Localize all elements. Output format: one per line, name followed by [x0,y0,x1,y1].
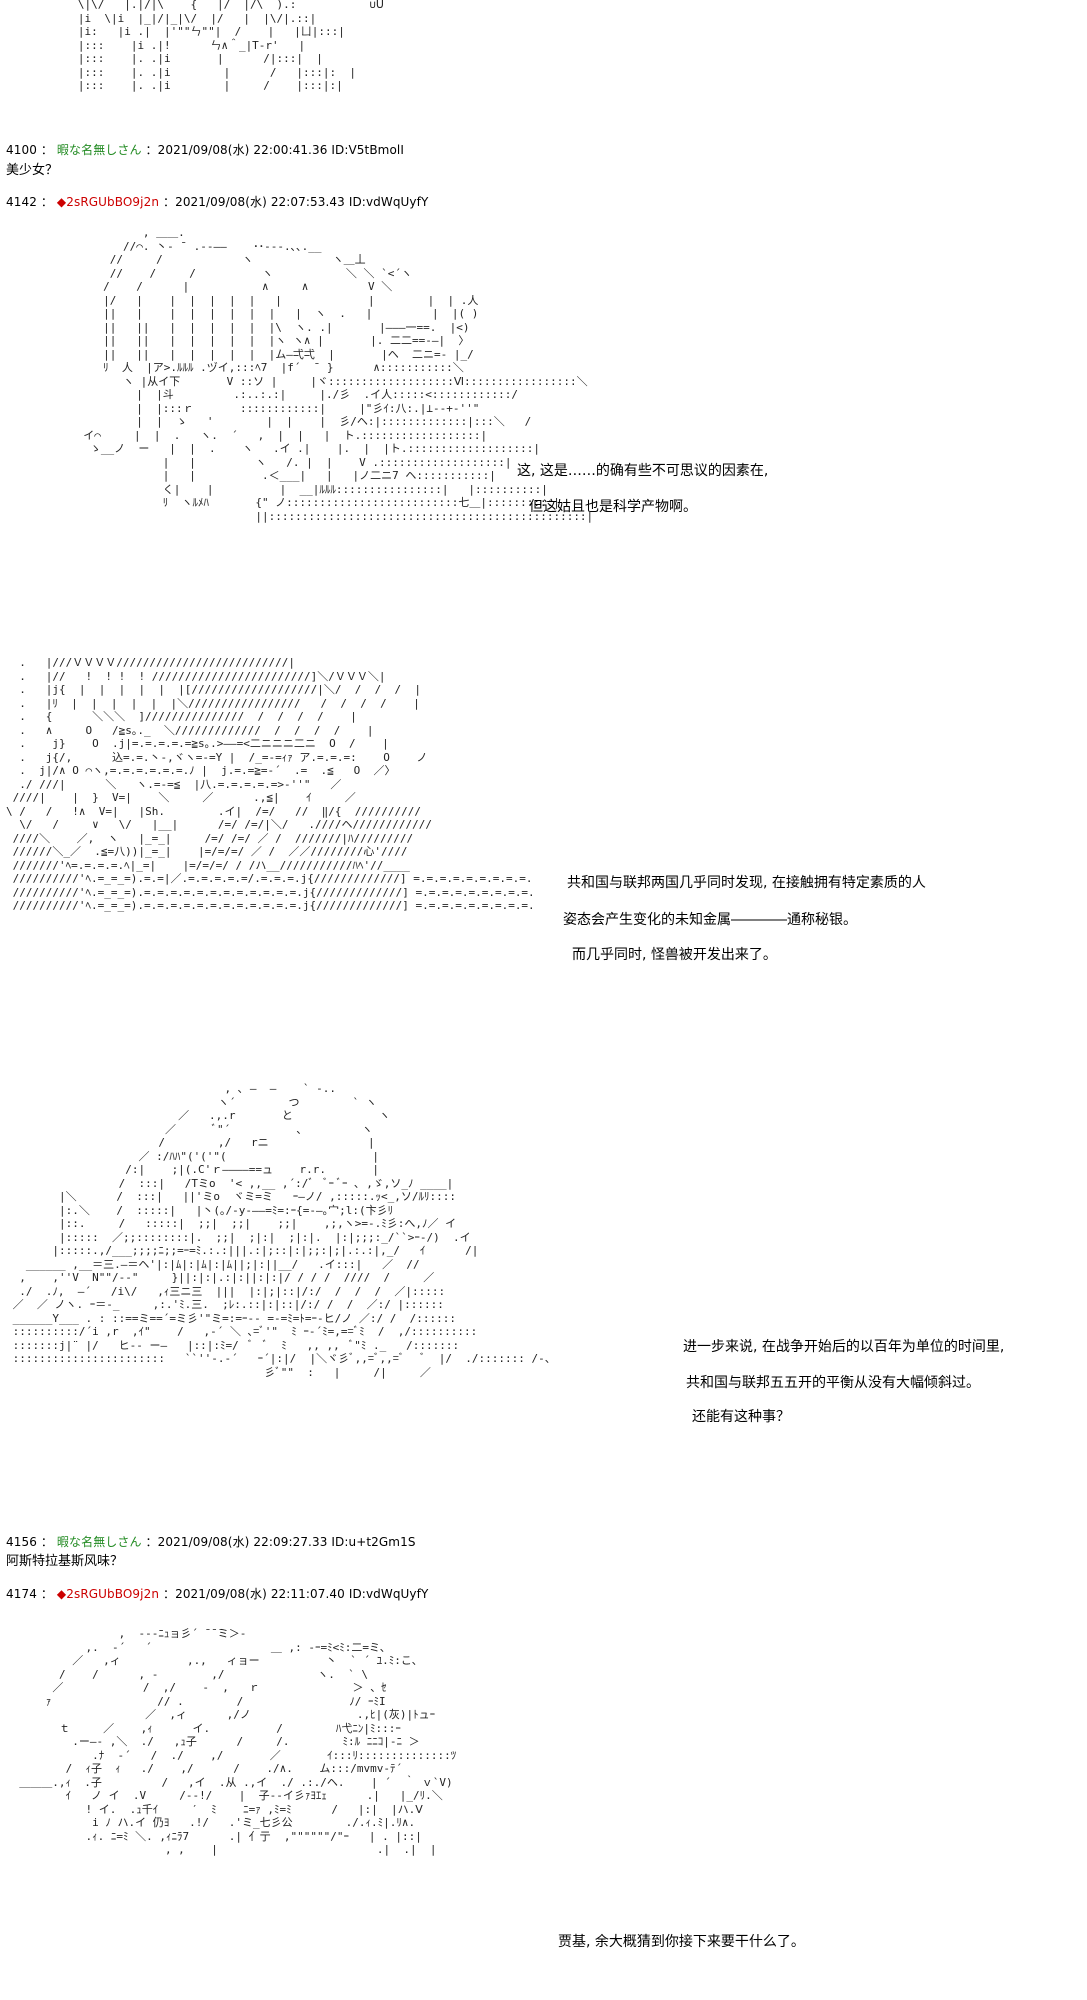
poster-name: 暇な名無しさん [56,1535,142,1549]
post-header-4156: 4156 ： 暇な名無しさん ：2021/09/08(水) 22:09:27.3… [6,1533,416,1550]
post-datetime: 2021/09/08(水) 22:00:41.36 [157,143,328,157]
ascii-art-girl-1: , ＿＿. //⌒. 丶- ̄ .-‐―― ･･‐-‐.､､.__ // / ヽ… [83,226,594,523]
separator: ： [145,143,158,157]
separator: ： [145,1535,158,1549]
post-body-4100: 美少女？ [6,163,59,178]
post-number[interactable]: 4100 [6,143,37,157]
separator: ： [36,1535,53,1549]
ascii-art-monster: , ､ ― ― ` -.. ヽ´ つ ` ヽ ／ .,.r と ヽ ／ ﾞ"´ … [12,1082,556,1379]
post-number[interactable]: 4156 [6,1535,37,1549]
separator: ： [162,195,176,209]
caption-line: 但这姑且也是科学产物啊。 [529,499,697,515]
post-id[interactable]: ID:V5tBmolI [331,143,404,157]
post-number[interactable]: 4174 [6,1587,37,1601]
separator: ： [36,195,53,209]
caption-line: 共和国与联邦两国几乎同时发现, 在接触拥有特定素质的人 [567,875,926,891]
separator: ： [36,143,53,157]
caption-line: 进一步来说, 在战争开始后的以百年为单位的时间里, [683,1339,1005,1355]
post-header-4174: 4174 ： ◆2sRGUbBO9j2n ：2021/09/08(水) 22:1… [6,1585,428,1602]
post-header-4100: 4100 ： 暇な名無しさん ：2021/09/08(水) 22:00:41.3… [6,141,404,158]
separator: ： [162,1587,176,1601]
post-header-4142: 4142 ： ◆2sRGUbBO9j2n ：2021/09/08(水) 22:0… [6,193,428,210]
separator: ： [36,1587,53,1601]
caption-line: 还能有这种事？ [692,1409,790,1425]
ascii-art-top: \|\/ |.|/|\ { |/ |/\ ).: ∪ᑌ |i \|i |_|/|… [77,0,384,92]
post-datetime: 2021/09/08(水) 22:07:53.43 [175,195,345,209]
post-body-4156: 阿斯特拉基斯风味？ [6,1554,124,1569]
caption-line: 共和国与联邦五五开的平衡从没有大幅倾斜过。 [686,1375,980,1391]
post-id[interactable]: ID:vdWqUyfY [348,195,429,209]
poster-trip: 2sRGUbBO9j2n [66,195,160,209]
post-id[interactable]: ID:u+t2Gm1S [331,1535,416,1549]
trip-diamond-icon: ◆ [56,1587,67,1601]
poster-trip: 2sRGUbBO9j2n [66,1587,160,1601]
caption-line: 而几乎同时, 怪兽被开发出来了。 [572,947,777,963]
post-id[interactable]: ID:vdWqUyfY [348,1587,429,1601]
post-number[interactable]: 4142 [6,195,37,209]
ascii-art-girl-2: , -‐‐ﾆｭョ彡´ ̄ ̄ ̄ミ＞- ,. ‐´ ´ ＿ ,: -ｰ=ﾐ<ﾐ:… [19,1627,457,1856]
caption-line: 姿态会产生变化的未知金属――――通称秘银。 [563,912,857,928]
caption-line: 贾基, 余大概猜到你接下来要干什么了。 [558,1934,805,1950]
post-datetime: 2021/09/08(水) 22:11:07.40 [175,1587,345,1601]
caption-line: 这, 这是……的确有些不可思议的因素在, [517,463,769,479]
post-datetime: 2021/09/08(水) 22:09:27.33 [157,1535,328,1549]
ascii-art-mech: . |///ＶＶＶＶ//////////////////////////| . … [6,656,535,912]
poster-name: 暇な名無しさん [56,143,142,157]
trip-diamond-icon: ◆ [56,195,67,209]
